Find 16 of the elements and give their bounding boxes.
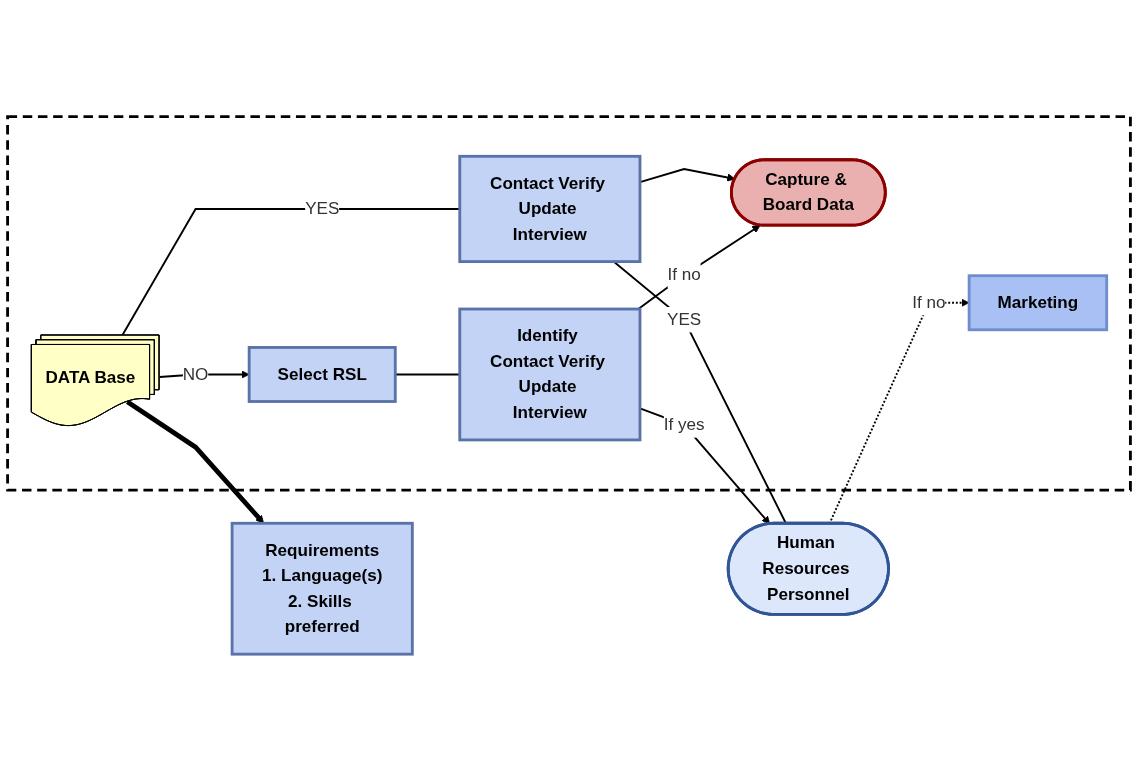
edge-label: If no — [912, 292, 946, 312]
node-box: Contact Verify Update Interview — [458, 155, 642, 264]
arrow — [125, 399, 265, 524]
node-box: Select RSL — [247, 346, 397, 404]
cluster — [6, 115, 1132, 492]
arrow — [637, 225, 761, 311]
arrow — [639, 407, 771, 525]
edge-label: YES — [667, 309, 702, 329]
edge-label: If yes — [663, 415, 705, 434]
node-box: Identify Contact Verify Update Interview — [458, 307, 642, 442]
edge-label: YES — [305, 199, 340, 219]
edge-label: NO — [182, 364, 209, 384]
node-box: Requirements 1. Language(s) 2. Skills preferred — [230, 521, 414, 656]
node-box: Marketing — [967, 274, 1109, 332]
edge-label: If no — [667, 265, 701, 285]
connector — [612, 260, 788, 525]
